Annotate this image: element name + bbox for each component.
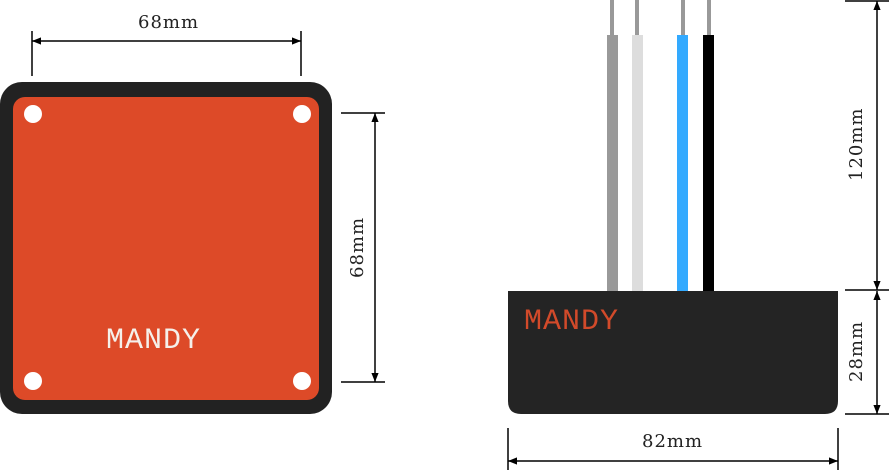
top-view xyxy=(0,31,385,414)
side-brand-label: MANDY xyxy=(524,305,620,339)
mounting-hole-top-right xyxy=(293,105,311,123)
mounting-hole-bottom-right xyxy=(293,372,311,390)
side-view xyxy=(507,0,889,470)
black-wire xyxy=(703,35,714,293)
top-width-label: 68mm xyxy=(138,12,200,33)
wire-tip xyxy=(635,0,639,36)
wire-tip xyxy=(681,0,685,36)
gray-wire xyxy=(607,35,618,293)
wire-tip xyxy=(707,0,711,36)
wire-tip xyxy=(610,0,614,36)
wire-length-label: 120mm xyxy=(846,107,867,182)
top-view-face xyxy=(13,97,319,400)
body-width-label: 82mm xyxy=(642,431,704,452)
body-height-label: 28mm xyxy=(846,320,867,382)
mounting-hole-bottom-left xyxy=(24,372,42,390)
top-brand-label: MANDY xyxy=(106,324,202,358)
blue-wire xyxy=(677,35,688,293)
white-wire xyxy=(632,35,643,293)
mounting-hole-top-left xyxy=(24,105,42,123)
top-height-label: 68mm xyxy=(347,216,368,278)
module-body xyxy=(508,291,838,414)
